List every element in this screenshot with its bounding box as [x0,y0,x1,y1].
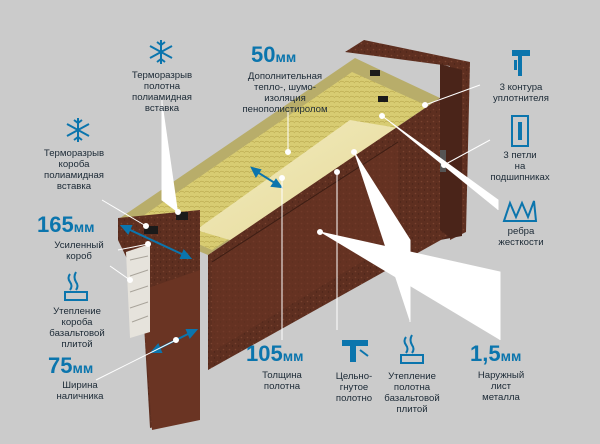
heat-plate-icon [400,334,424,364]
thermal-break-frame [144,226,158,234]
leaf-105-value: 105мм [246,341,304,366]
snowflake-icon [66,118,90,142]
basalt-wool-fibers [129,255,149,323]
frame-back-side [440,64,462,240]
leaf-insulation-top [140,72,428,250]
profile-icon [512,50,530,76]
seal-black-1 [370,70,380,76]
snowflake-icon [149,40,173,64]
thickness-50-value: 50мм [251,42,297,67]
thermal-break-leaf [176,212,188,220]
dimension-arrows [119,166,284,353]
sheet-15-value: 1,5мм [470,341,522,366]
casing-75-value: 75мм [48,353,94,378]
frame-165-value: 165мм [37,212,95,237]
casing-front [142,270,200,430]
basalt-wool [126,244,150,338]
leaf-panel [212,142,398,352]
bent-sheet-icon [342,340,369,362]
hinge-icon [511,115,529,147]
seal-black-2 [378,96,388,102]
leader-lines [95,84,501,381]
heat-plate-icon [64,271,88,301]
leaf-groove [211,141,399,263]
rib-icon [502,200,538,222]
